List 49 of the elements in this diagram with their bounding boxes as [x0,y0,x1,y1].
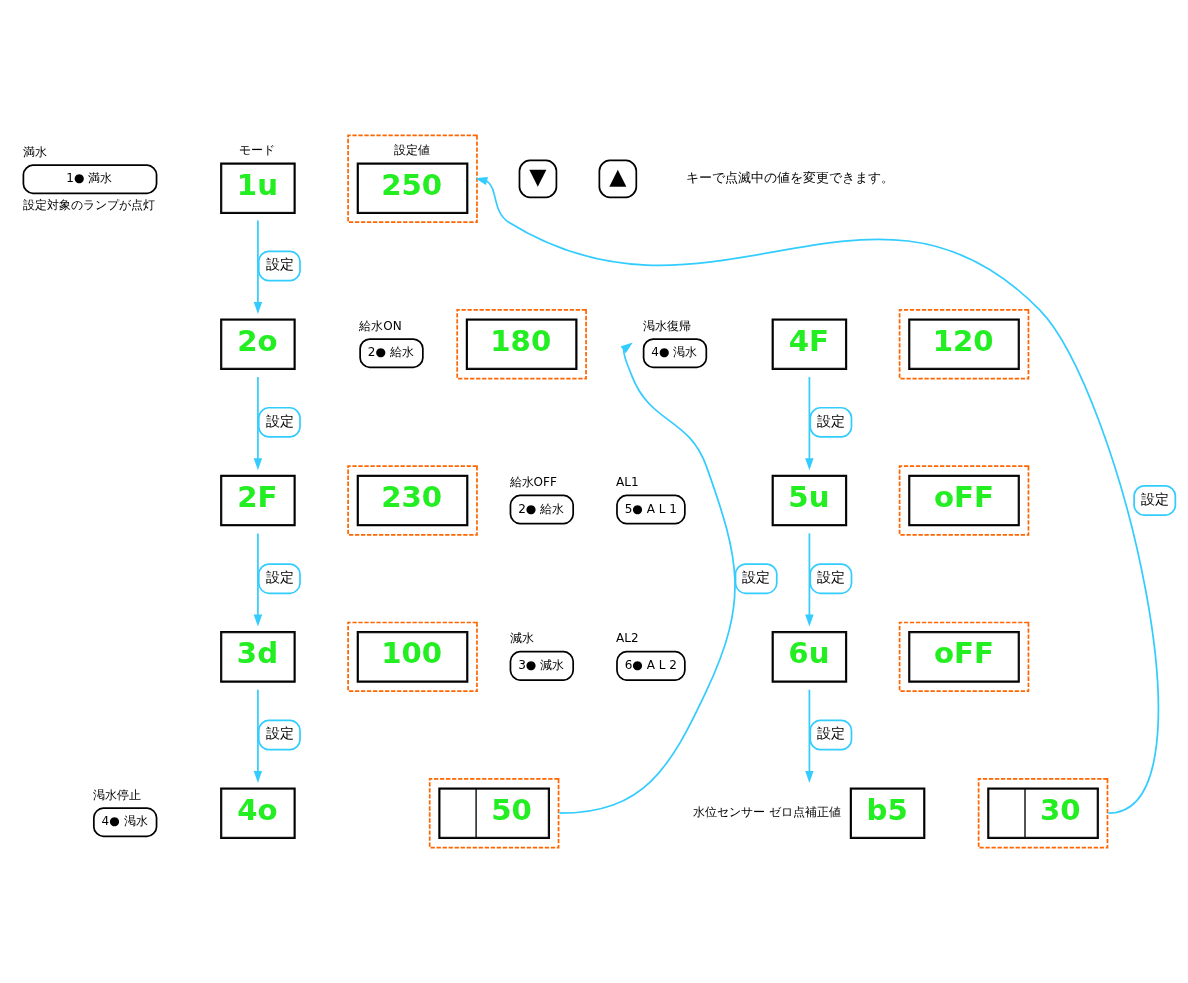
node-label: 渇水復帰 [642,318,691,333]
node-box: 2● 給水 [359,338,424,369]
node-box: ▼ [518,159,558,199]
edge-label: 設定 [265,725,294,742]
edge-label: 設定 [742,568,771,585]
edge-label: 設定 [817,412,846,429]
node-box: 100 [347,621,478,693]
edge-label: 設定 [265,412,294,429]
node-box: oFF [898,621,1030,693]
arrow [253,688,263,783]
node-box: 1● 満水 [22,164,158,195]
node-label: 設定対象のランプが点灯 [22,198,155,213]
arrow [253,532,263,627]
node-box: 30 [977,778,1109,849]
arrow [558,342,736,815]
node-label: 満水 [22,144,47,159]
node-box: 4● 渇水 [93,807,158,838]
arrow [805,376,814,471]
edge-label: 設定 [265,568,294,585]
edge-label: 設定 [817,568,846,585]
node-box: 180 [456,308,587,380]
node-box: 4● 渇水 [642,338,708,369]
node-box: oFF [898,465,1030,536]
node-box: 120 [898,308,1030,380]
label: キーで点滅中の値を変更できます。 [685,169,894,185]
arrow [253,376,263,471]
node-box: 3● 減水 [509,650,575,681]
arrow [253,219,263,315]
edge-label: 設定 [1140,490,1169,507]
node-box: 230 [347,465,478,536]
node-box: ▲ [598,159,638,199]
node-box: 50 [428,778,560,849]
node-label: 給水OFF [509,475,557,490]
node-box: 6● A L 2 [616,650,686,681]
node-label: モード [239,143,276,158]
node-label: 水位センサー ゼロ点補正値 [693,805,842,820]
arrow [805,688,814,783]
node-box: 5● A L 1 [616,494,686,525]
arrow [475,176,1160,815]
node-label: 渇水停止 [92,787,141,802]
node-box: 設定値 250 [347,134,478,224]
node-label: 減水 [509,631,534,646]
arrow [805,532,814,627]
edge-label: 設定 [265,256,294,273]
node-label: AL2 [616,631,639,646]
node-label: AL1 [616,475,639,490]
node-label: 給水ON [359,318,402,333]
node-box: 2● 給水 [509,494,575,525]
edge-label: 設定 [817,725,846,742]
